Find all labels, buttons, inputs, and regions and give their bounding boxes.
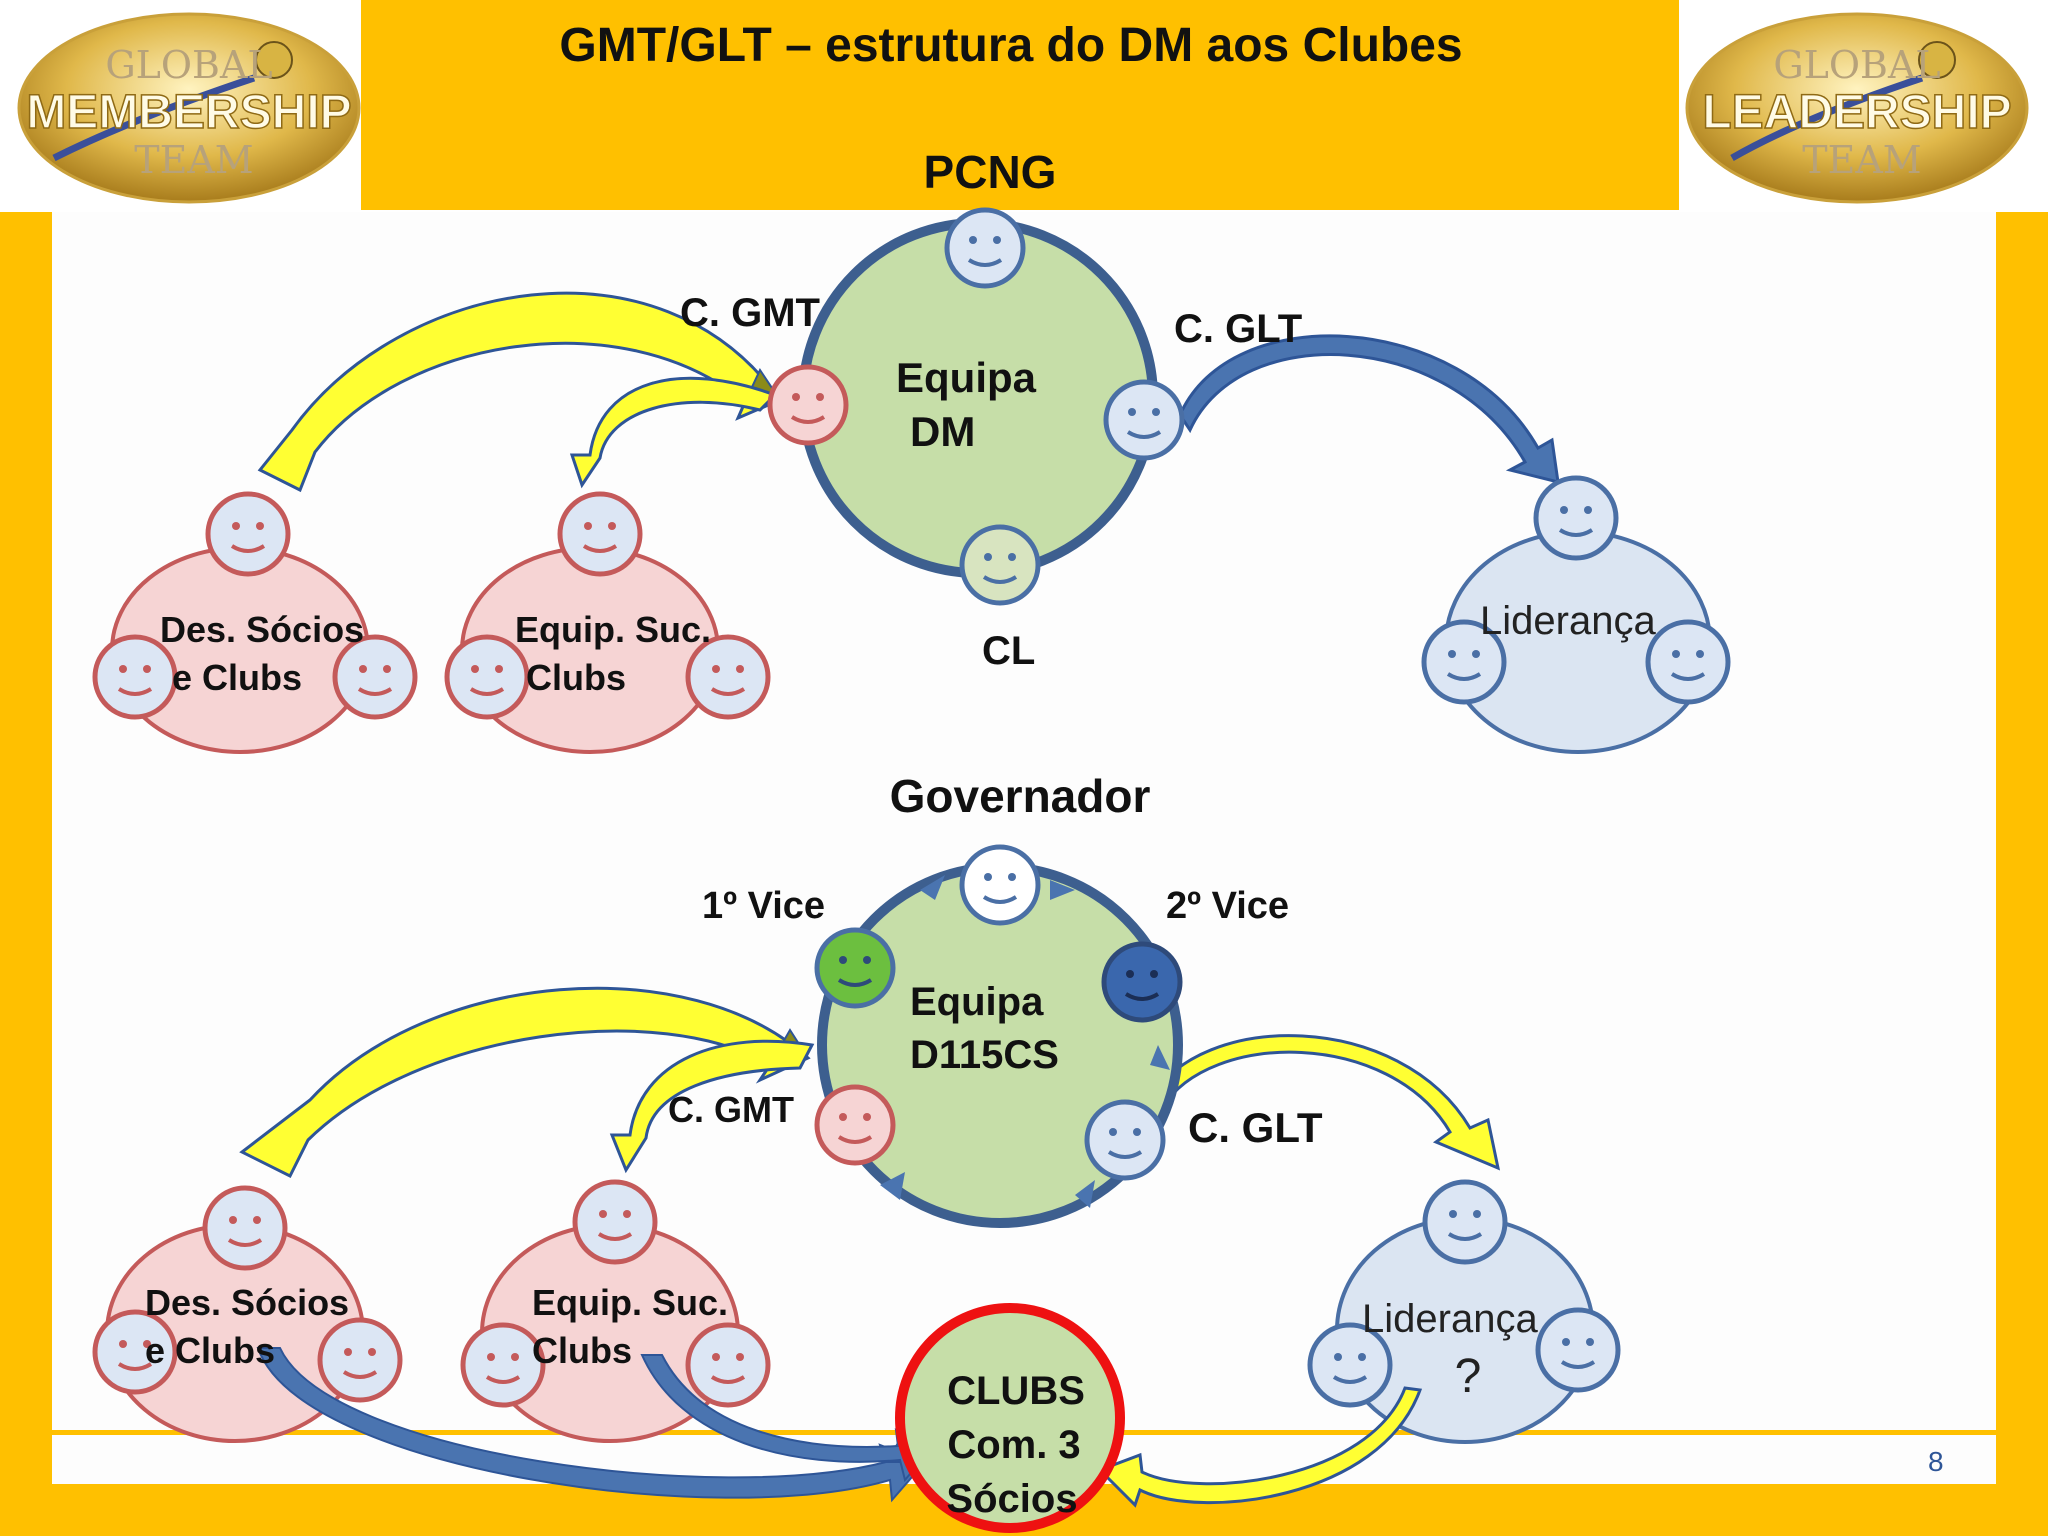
face-c-glt-icon <box>1103 379 1185 461</box>
label-equipa-dm-2: DM <box>910 408 975 455</box>
face-1o-vice-icon <box>814 927 896 1009</box>
label-des-socios-bottom-2: e Clubs <box>145 1330 275 1371</box>
label-des-socios-top-1: Des. Sócios <box>160 609 364 650</box>
label-equip-suc-top-2: Clubs <box>526 657 626 698</box>
face-icon <box>685 1322 771 1408</box>
logo-text-membership: MEMBERSHIP <box>26 86 351 139</box>
slide-frame-left <box>0 0 52 1536</box>
lions-emblem-icon <box>255 41 293 79</box>
label-c-glt-top: C. GLT <box>1174 307 1302 351</box>
label-equipa-d115cs-2: D115CS <box>910 1033 1059 1077</box>
page-number: 8 <box>1928 1446 1944 1477</box>
face-icon <box>202 1185 288 1271</box>
label-equip-suc-bottom-2: Clubs <box>532 1330 632 1371</box>
group-equip-suc-top <box>444 491 771 754</box>
face-icon <box>1422 1179 1508 1265</box>
face-governador-icon <box>959 844 1041 926</box>
label-lideranca-bottom: Liderança <box>1362 1297 1538 1341</box>
label-des-socios-top-2: e Clubs <box>172 657 302 698</box>
group-lideranca-bottom <box>1307 1179 1621 1444</box>
face-icon <box>92 1309 178 1395</box>
face-icon <box>460 1322 546 1408</box>
logo-text-global: GLOBAL <box>1773 43 1940 87</box>
group-des-socios-top <box>92 491 418 754</box>
label-equip-suc-bottom-1: Equip. Suc. <box>532 1282 728 1323</box>
logo-text-team: TEAM <box>134 138 253 182</box>
face-c-gmt-bottom-icon <box>814 1084 896 1166</box>
label-des-socios-bottom-1: Des. Sócios <box>145 1282 349 1323</box>
global-membership-team-logo: GLOBAL MEMBERSHIP TEAM <box>17 12 361 204</box>
arrow-gmt-to-equip-suc <box>569 376 778 489</box>
label-clubs-1: CLUBS <box>947 1369 1085 1413</box>
face-icon <box>92 634 178 720</box>
label-cl: CL <box>982 629 1035 673</box>
label-equip-suc-top-1: Equip. Suc. <box>515 609 711 650</box>
label-pcng: PCNG <box>924 146 1057 198</box>
face-2o-vice-icon <box>1101 941 1183 1023</box>
logo-text-global: GLOBAL <box>105 43 272 87</box>
label-c-gmt-top: C. GMT <box>680 291 820 335</box>
lions-emblem-icon <box>1918 41 1956 79</box>
logo-text-team: TEAM <box>1802 138 1921 182</box>
global-leadership-team-logo: GLOBAL LEADERSHIP TEAM <box>1685 12 2029 204</box>
arrow-gmt-to-des-socios-bottom <box>239 986 811 1179</box>
label-1o-vice: 1º Vice <box>702 885 825 927</box>
face-icon <box>1307 1322 1393 1408</box>
slide-title: GMT/GLT – estrutura do DM aos Clubes <box>559 19 1463 72</box>
rotation-arrows <box>880 875 1170 1208</box>
face-icon <box>557 491 643 577</box>
label-equipa-dm-1: Equipa <box>896 354 1037 401</box>
header-band <box>361 0 1679 210</box>
label-2o-vice: 2º Vice <box>1166 885 1289 927</box>
face-icon <box>205 491 291 577</box>
group-lideranca-top <box>1421 475 1731 754</box>
label-c-glt-bottom: C. GLT <box>1188 1104 1323 1151</box>
face-icon <box>1533 475 1619 561</box>
face-cl-icon <box>959 524 1041 606</box>
face-pcng-icon <box>944 207 1026 289</box>
label-lideranca-top: Liderança <box>1480 599 1656 643</box>
arrow-glt-to-lideranca <box>1178 334 1560 484</box>
face-c-gmt-icon <box>767 364 849 446</box>
label-clubs-3: Sócios <box>946 1477 1077 1521</box>
face-c-glt-bottom-icon <box>1084 1099 1166 1181</box>
logo-text-leadership: LEADERSHIP <box>1702 86 2011 139</box>
face-icon <box>444 634 530 720</box>
arrow-glt-to-lideranca-bottom <box>1148 1034 1501 1171</box>
face-icon <box>1535 1307 1621 1393</box>
label-equipa-d115cs-1: Equipa <box>910 980 1044 1024</box>
label-clubs-2: Com. 3 <box>947 1423 1080 1467</box>
face-icon <box>1645 619 1731 705</box>
label-lideranca-question: ? <box>1455 1350 1482 1403</box>
face-icon <box>1421 619 1507 705</box>
slide-frame-right <box>1996 0 2048 1536</box>
clubs-circle <box>895 1303 1125 1533</box>
label-governador: Governador <box>890 770 1151 822</box>
face-icon <box>317 1317 403 1403</box>
face-icon <box>572 1179 658 1265</box>
label-c-gmt-bottom: C. GMT <box>668 1089 794 1130</box>
face-icon <box>332 634 418 720</box>
arrow-gmt-to-equip-suc-bottom <box>609 1039 815 1174</box>
face-icon <box>685 634 771 720</box>
